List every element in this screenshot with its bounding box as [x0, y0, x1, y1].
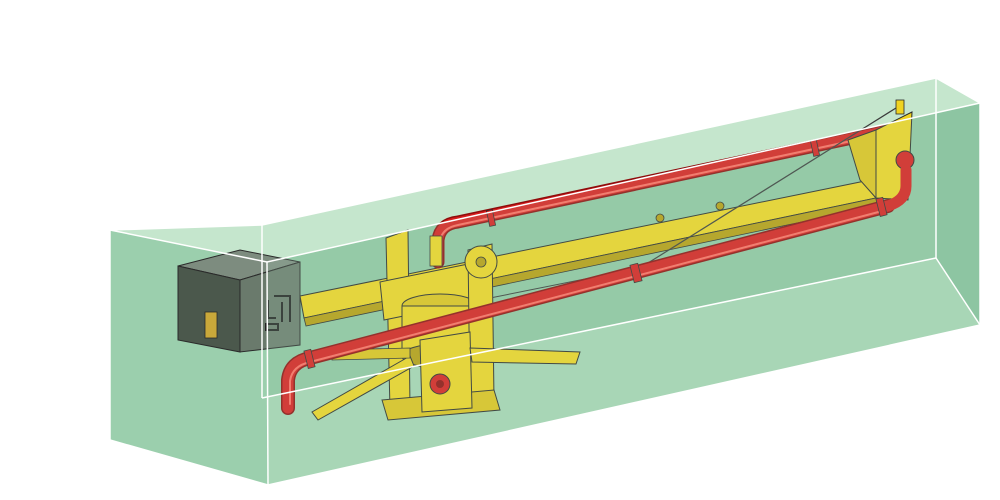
lower-delivery-pipe	[281, 164, 912, 415]
container-floor	[110, 258, 980, 485]
rotation-symbol-icon	[265, 295, 291, 331]
container-top	[110, 78, 980, 262]
container-right-end	[936, 78, 980, 325]
container-edges	[109, 77, 981, 486]
tension-cable	[639, 107, 897, 269]
container-front-glass	[267, 103, 980, 485]
control-cabinet-icon	[177, 249, 301, 353]
